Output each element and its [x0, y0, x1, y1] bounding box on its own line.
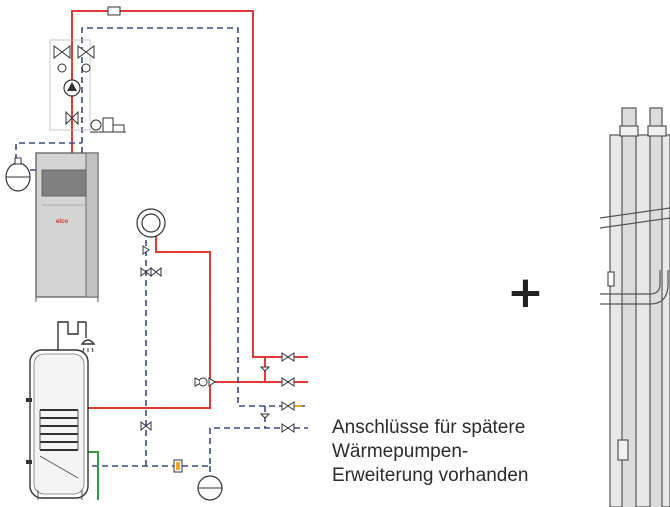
control-valve-icon — [107, 6, 121, 16]
return-pipe-bottom — [82, 427, 308, 467]
valve-icon — [65, 110, 79, 126]
valve-icon — [140, 420, 152, 432]
flow-pipe-storage — [86, 381, 308, 409]
caption-line-2: Wärmepumpen- — [332, 441, 469, 462]
boiler-unit — [35, 152, 99, 302]
pump-group — [49, 39, 95, 131]
pump-group-frame — [49, 39, 91, 131]
plus-symbol: + — [507, 267, 544, 318]
caption-line-1: Anschlüsse für spätere — [332, 417, 526, 438]
circulation-pump-icon — [136, 208, 166, 238]
boiler-side — [85, 152, 99, 298]
flow-pipe-circulation — [155, 236, 211, 355]
expansion-tank-icon — [5, 157, 31, 192]
flow-pipe-top — [71, 10, 308, 358]
three-way-valve-icon — [194, 377, 216, 387]
boiler-brand-label: elco — [56, 219, 68, 225]
green-pipe — [88, 451, 99, 500]
pump-icon-arrow — [67, 82, 77, 91]
shower-head-icon — [57, 321, 96, 353]
filter-icon — [173, 459, 183, 473]
hot-water-storage-tank — [26, 349, 89, 500]
check-valve-icon — [81, 63, 91, 73]
boiler-display — [41, 169, 87, 197]
valve-icon — [140, 245, 162, 278]
flow-pipes — [71, 10, 308, 409]
expansion-tank-icon — [197, 475, 223, 501]
heat-pump-placeholder-icon — [599, 107, 670, 507]
safety-group-icon — [90, 117, 126, 133]
check-valve-icon — [57, 63, 67, 73]
caption-text: Anschlüsse für spätere Wärmepumpen- Erwe… — [332, 416, 528, 488]
valve-icon — [53, 45, 95, 59]
return-pipe-top — [81, 27, 308, 407]
valve-icon — [259, 352, 295, 433]
heating-coil — [40, 409, 78, 451]
caption-line-3: Erweiterung vorhanden — [332, 465, 529, 486]
